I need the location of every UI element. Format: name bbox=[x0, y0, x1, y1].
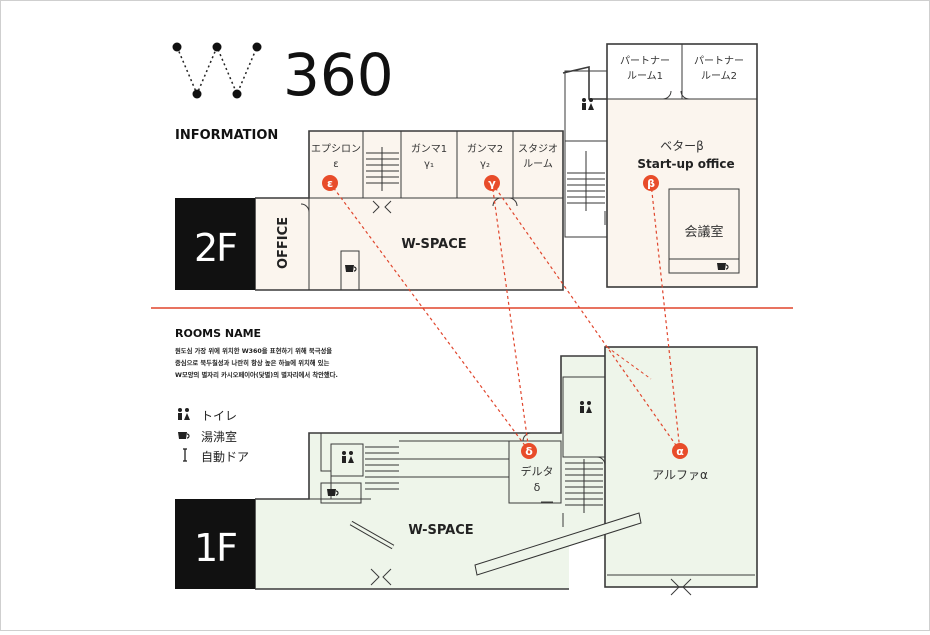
connector-lines bbox=[329, 182, 681, 452]
marker-beta[interactable]: β bbox=[643, 175, 659, 191]
toilet-icon bbox=[178, 408, 190, 420]
legend: トイレ 湯沸室 自動ドア bbox=[178, 408, 249, 464]
rooms-name-line-3: W모양의 별자리 카시오페이아(닻별)의 별자리에서 착안했다. bbox=[175, 370, 338, 379]
rooms-name-line-1: 원도심 가장 위에 위치한 W360을 표현하기 위해 북극성을 bbox=[175, 346, 332, 355]
svg-text:α: α bbox=[676, 445, 684, 458]
w360-logo: 360 bbox=[172, 41, 394, 109]
rooms-name-heading: ROOMS NAME bbox=[175, 327, 261, 340]
info-heading: INFORMATION bbox=[175, 128, 278, 143]
floor-label-2f: 2F bbox=[175, 198, 255, 290]
svg-text:2F: 2F bbox=[194, 226, 236, 270]
room-gamma-2-line-1: ガンマ2 bbox=[467, 143, 503, 155]
svg-text:δ: δ bbox=[525, 445, 533, 458]
floor-2f bbox=[254, 43, 758, 291]
legend-kitchen-label: 湯沸室 bbox=[201, 429, 237, 444]
room-beta-name: ベターβ bbox=[660, 139, 704, 153]
legend-autodoor-label: 自動ドア bbox=[201, 450, 249, 464]
svg-text:ε: ε bbox=[327, 177, 333, 190]
rooms-name-line-2: 중심으로 북두칠성과 나란히 항상 높은 하늘에 위치해 있는 bbox=[175, 358, 330, 367]
room-partner-2-line-1: パートナー bbox=[694, 55, 744, 67]
room-delta-line-1: デルタ bbox=[521, 464, 554, 478]
room-partner-2-line-2: ルーム2 bbox=[701, 70, 737, 82]
room-gamma-2-line-2: γ₂ bbox=[480, 159, 490, 170]
svg-text:γ: γ bbox=[488, 177, 496, 190]
auto-door-icon bbox=[183, 448, 187, 462]
room-delta-line-2: δ bbox=[534, 481, 541, 494]
floor-1f bbox=[254, 346, 758, 596]
legend-toilet-label: トイレ bbox=[201, 409, 237, 423]
svg-text:β: β bbox=[647, 177, 655, 190]
room-delta: デルタ δ bbox=[521, 464, 554, 494]
toilet-icon bbox=[580, 401, 592, 413]
logo-text: 360 bbox=[283, 41, 394, 109]
marker-delta[interactable]: δ bbox=[521, 443, 537, 459]
marker-gamma[interactable]: γ bbox=[484, 175, 500, 191]
room-epsilon-line-2: ε bbox=[333, 159, 338, 170]
room-wspace-2f: W-SPACE bbox=[401, 237, 466, 252]
toilet-icon bbox=[342, 451, 354, 463]
room-alpha: アルファα bbox=[652, 468, 708, 482]
room-office: OFFICE bbox=[276, 217, 291, 269]
marker-alpha[interactable]: α bbox=[672, 443, 688, 459]
room-partner-1-line-1: パートナー bbox=[620, 55, 670, 67]
room-epsilon-line-1: エプシロン bbox=[311, 143, 361, 155]
cup-icon bbox=[717, 263, 729, 270]
room-studio-line-2: ルーム bbox=[523, 158, 553, 170]
cup-icon bbox=[345, 265, 357, 272]
room-studio-line-1: スタジオ bbox=[518, 143, 558, 155]
room-epsilon: エプシロン ε bbox=[311, 143, 361, 170]
floor-label-1f: 1F bbox=[175, 499, 255, 589]
toilet-icon bbox=[582, 98, 594, 110]
room-gamma-1-line-2: γ₁ bbox=[424, 159, 434, 170]
room-gamma-1-line-1: ガンマ1 bbox=[411, 143, 447, 155]
room-beta-subtitle: Start-up office bbox=[637, 157, 734, 171]
room-gamma-1: ガンマ1 γ₁ bbox=[411, 143, 447, 170]
room-meeting: 会議室 bbox=[684, 224, 723, 240]
cup-icon bbox=[178, 432, 190, 439]
marker-epsilon[interactable]: ε bbox=[322, 175, 338, 191]
room-wspace-1f: W-SPACE bbox=[408, 523, 473, 538]
room-partner-1-line-2: ルーム1 bbox=[627, 70, 663, 82]
room-gamma-2: ガンマ2 γ₂ bbox=[467, 143, 503, 170]
svg-text:1F: 1F bbox=[194, 526, 236, 570]
cup-icon bbox=[327, 489, 339, 496]
